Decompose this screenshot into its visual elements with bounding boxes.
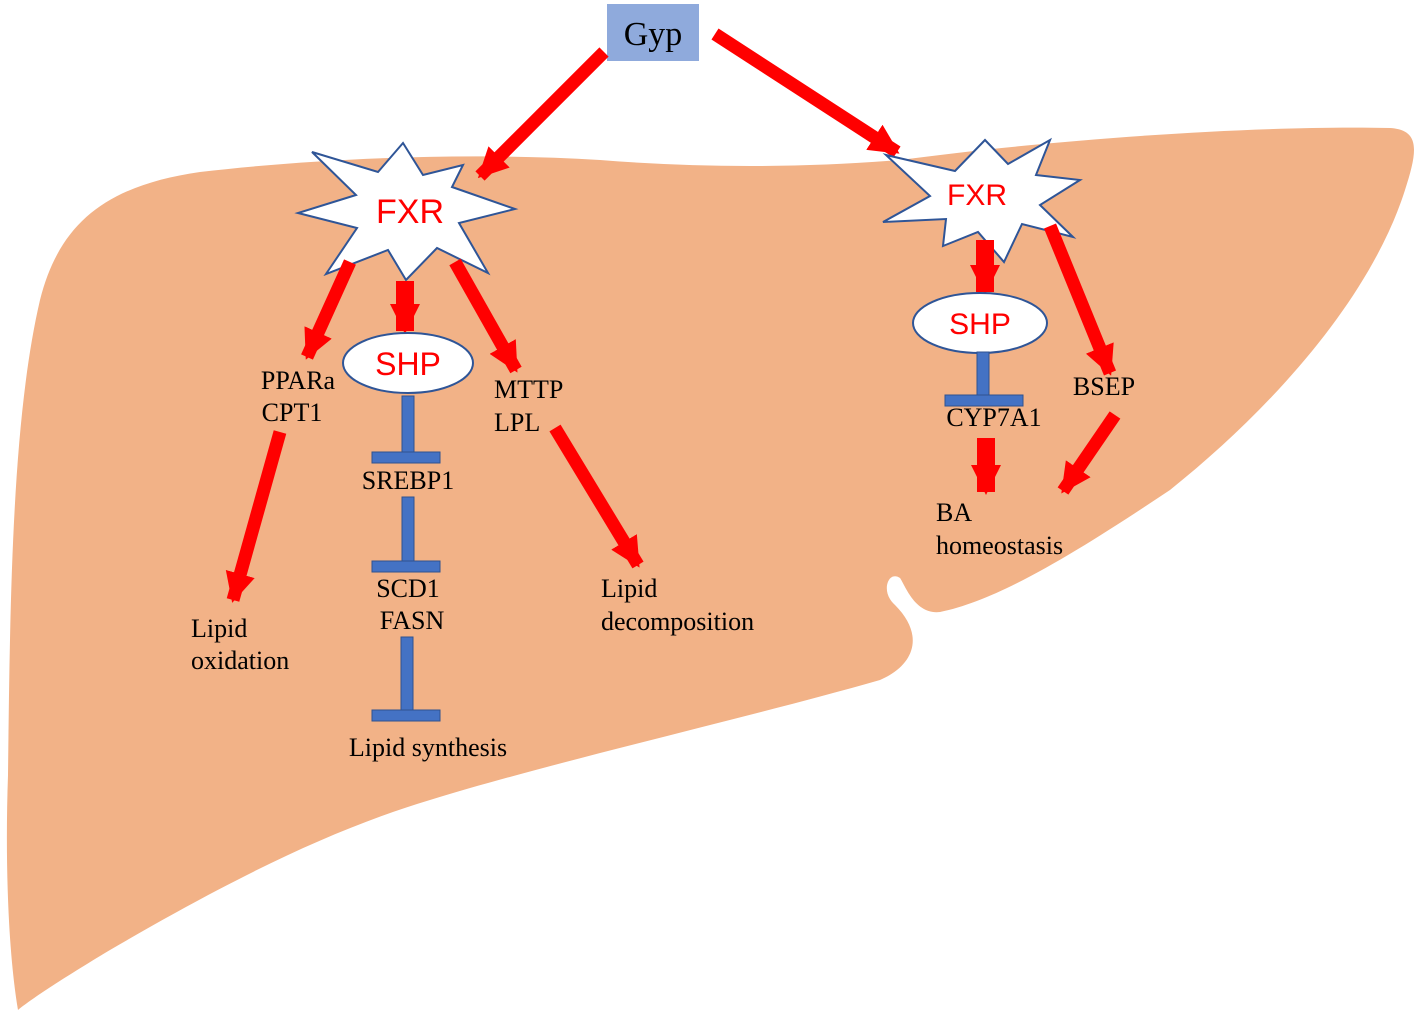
srebp1-inhibits-scd1-stem: [401, 496, 415, 564]
fasn-label: FASN: [380, 606, 445, 635]
shp-inhibits-srebp1-stem: [401, 395, 415, 455]
gyp-to-right-fxr-arrow: [711, 28, 901, 158]
left-fxr-label: FXR: [376, 193, 444, 231]
left-shp-label: SHP: [375, 346, 441, 382]
shp-inhibits-cyp7a1-bar: [944, 394, 1024, 407]
srebp1-label: SREBP1: [362, 466, 455, 495]
lipid-oxidation-label-line2: oxidation: [191, 646, 289, 675]
right-fxr-burst: [882, 137, 1083, 264]
bsep-to-ba-arrow: [1057, 411, 1121, 495]
ppara-label: PPARa: [261, 366, 336, 395]
right-fxr-label: FXR: [947, 179, 1007, 212]
left-shp-ellipse: [342, 332, 474, 394]
gyp-label: Gyp: [624, 16, 683, 53]
right-shp-label: SHP: [949, 308, 1011, 341]
shp-inhibits-cyp7a1-stem: [976, 351, 990, 398]
bsep-label: BSEP: [1073, 372, 1135, 401]
ba-homeostasis-label-line1: BA: [936, 498, 972, 527]
fasn-inhibits-lipid-synthesis-stem: [400, 636, 414, 713]
cpt1-to-lipid-oxidation-arrow: [225, 430, 287, 603]
srebp1-inhibits-scd1-bar: [371, 560, 441, 573]
lipid-decomposition-label-line2: decomposition: [601, 607, 754, 636]
fasn-inhibits-lipid-synthesis-bar: [371, 709, 441, 722]
fxr-to-mttp-arrow: [449, 258, 522, 374]
fxr-to-ppara-arrow: [301, 259, 356, 360]
lipid-decomposition-label-line1: Lipid: [601, 574, 657, 603]
gyp-to-left-fxr-arrow: [475, 47, 609, 181]
scd1-label: SCD1: [376, 574, 440, 603]
gyp-box: [607, 4, 699, 61]
lpl-label: LPL: [494, 408, 540, 437]
shp-inhibits-srebp1-bar: [371, 451, 441, 464]
lpl-to-lipid-decomposition-arrow: [549, 424, 644, 569]
ba-homeostasis-label-line2: homeostasis: [936, 531, 1063, 560]
mttp-label: MTTP: [494, 375, 563, 404]
liver-shape: [6, 127, 1415, 1010]
lipid-oxidation-label-line1: Lipid: [191, 614, 247, 643]
cyp7a1-label: CYP7A1: [946, 403, 1041, 432]
lipid-synthesis-label: Lipid synthesis: [349, 733, 507, 762]
right-fxr-to-bsep-arrow: [1043, 223, 1117, 376]
left-fxr-burst: [294, 141, 519, 282]
cpt1-label: CPT1: [262, 398, 323, 427]
